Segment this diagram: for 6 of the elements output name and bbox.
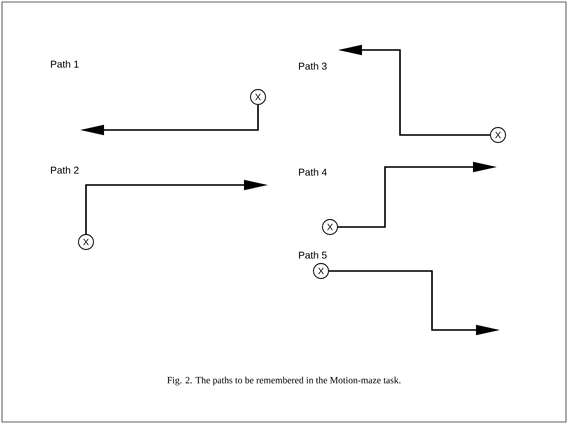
figure-caption: Fig. 2. The paths to be remembered in the Motion-maze task.	[167, 376, 400, 386]
path-label: Path 4	[299, 168, 327, 176]
path-label: Path 2	[51, 166, 79, 174]
path-label: Path 1	[51, 60, 79, 68]
path-label: Path 3	[299, 62, 327, 70]
path-label: Path 5	[299, 251, 327, 259]
